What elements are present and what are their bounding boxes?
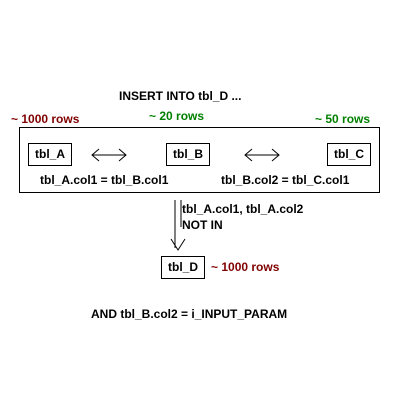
tbl-b-box: tbl_B xyxy=(166,143,210,166)
join-group-frame xyxy=(19,127,380,193)
tbl-a-row-count: ~ 1000 rows xyxy=(11,112,80,126)
not-in-columns: tbl_A.col1, tbl_A.col2 xyxy=(182,202,304,216)
tbl-b-row-count: ~ 20 rows xyxy=(149,109,205,123)
join-condition-a-b: tbl_A.col1 = tbl_B.col1 xyxy=(40,173,169,187)
query-title: INSERT INTO tbl_D ... xyxy=(119,89,242,103)
tbl-d-box: tbl_D xyxy=(161,256,205,279)
tbl-c-box: tbl_C xyxy=(327,143,371,166)
not-in-keyword: NOT IN xyxy=(182,218,223,232)
tbl-a-box: tbl_A xyxy=(28,143,72,166)
filter-condition: AND tbl_B.col2 = i_INPUT_PARAM xyxy=(91,307,288,321)
tbl-c-row-count: ~ 50 rows xyxy=(315,112,371,126)
tbl-d-row-count: ~ 1000 rows xyxy=(211,260,280,274)
join-condition-b-c: tbl_B.col2 = tbl_C.col1 xyxy=(221,173,350,187)
